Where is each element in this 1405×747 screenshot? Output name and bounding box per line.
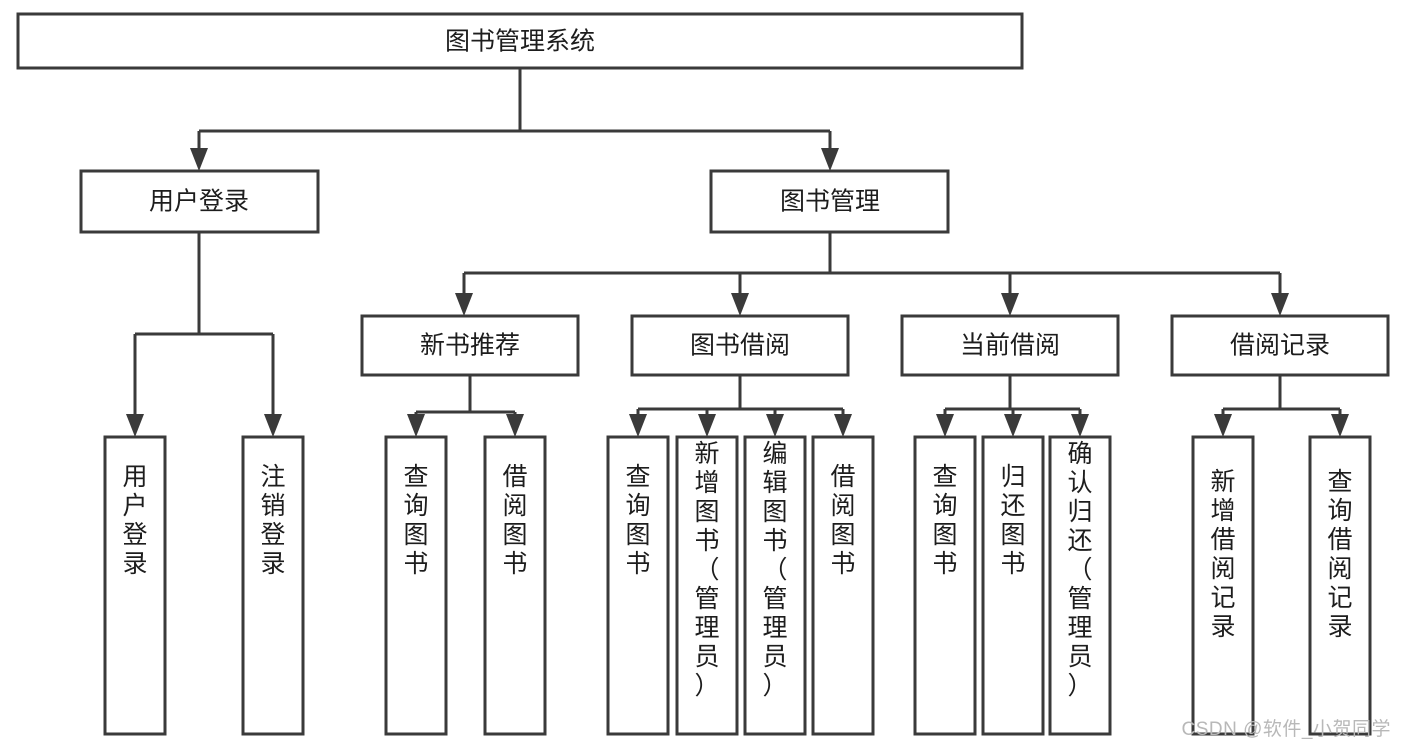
leaf-add-borrow-record-label: 新增借阅记录 (1210, 468, 1235, 641)
connector-layer (126, 68, 1349, 437)
arrow-bm-to-current (1001, 293, 1019, 316)
leaf-edit-book-admin-label: 编辑图书（管理员） (762, 440, 787, 700)
leaf-query-book-recommend-box[interactable] (384, 435, 448, 736)
node-book-borrow[interactable]: 图书借阅 (630, 314, 850, 377)
arrow-root-to-book-manage (821, 148, 839, 171)
leaf-edit-book-admin[interactable]: 编辑图书（管理员） (743, 435, 807, 736)
leaf-query-book-current[interactable]: 查询图书 (913, 435, 977, 736)
node-current-borrow-box[interactable] (900, 314, 1120, 377)
leaf-add-book-admin-label: 新增图书（管理员） (694, 440, 719, 700)
arrow-user-login-leaf-1 (126, 414, 144, 437)
node-borrow-record-box[interactable] (1170, 314, 1390, 377)
arrow-borrow-leaf-2 (698, 414, 716, 437)
leaf-return-book-box[interactable] (981, 435, 1045, 736)
leaf-query-book-borrow[interactable]: 查询图书 (606, 435, 670, 736)
leaf-confirm-return-admin[interactable]: 确认归还（管理员） (1048, 435, 1112, 736)
leaf-user-login[interactable]: 用户登录 (103, 435, 167, 736)
arrow-borrow-leaf-4 (834, 414, 852, 437)
leaf-user-logout-label: 注销登录 (260, 463, 285, 578)
leaf-user-login-box[interactable] (103, 435, 167, 736)
leaf-confirm-return-admin-box[interactable] (1048, 435, 1112, 736)
leaf-confirm-return-admin-label: 确认归还（管理员） (1067, 440, 1092, 700)
node-new-book-recommend-label: 新书推荐 (420, 332, 520, 360)
arrow-current-leaf-2 (1004, 414, 1022, 437)
node-root[interactable]: 图书管理系统 (16, 12, 1024, 70)
arrow-recommend-leaf-1 (407, 414, 425, 437)
arrow-bm-to-record (1271, 293, 1289, 316)
leaf-query-borrow-record-label: 查询借阅记录 (1327, 468, 1352, 641)
leaf-borrow-book-box[interactable] (811, 435, 875, 736)
node-user-login[interactable]: 用户登录 (79, 169, 320, 234)
csdn-watermark: CSDN @软件_小贺同学 (1181, 719, 1391, 740)
arrow-recommend-leaf-2 (506, 414, 524, 437)
leaf-borrow-book-recommend-box[interactable] (483, 435, 547, 736)
arrow-root-to-user-login (190, 148, 208, 171)
node-new-book-recommend-box[interactable] (360, 314, 580, 377)
arrow-bm-to-recommend (455, 293, 473, 316)
arrow-borrow-leaf-1 (629, 414, 647, 437)
leaf-query-book-borrow-label: 查询图书 (625, 463, 650, 578)
leaf-borrow-book-recommend-label: 借阅图书 (502, 463, 527, 578)
leaf-query-book-current-label: 查询图书 (932, 463, 957, 578)
node-book-borrow-label: 图书借阅 (690, 332, 790, 360)
leaf-query-borrow-record-box[interactable] (1308, 435, 1372, 736)
leaf-add-book-admin-box[interactable] (675, 435, 739, 736)
node-root-label: 图书管理系统 (445, 28, 595, 56)
leaf-user-login-label: 用户登录 (122, 463, 147, 578)
leaf-add-book-admin[interactable]: 新增图书（管理员） (675, 435, 739, 736)
leaf-add-borrow-record[interactable]: 新增借阅记录 (1191, 435, 1255, 736)
leaf-query-book-recommend[interactable]: 查询图书 (384, 435, 448, 736)
leaf-user-logout[interactable]: 注销登录 (241, 435, 305, 736)
leaf-query-borrow-record[interactable]: 查询借阅记录 (1308, 435, 1372, 736)
leaf-query-book-current-box[interactable] (913, 435, 977, 736)
leaf-user-logout-box[interactable] (241, 435, 305, 736)
leaf-edit-book-admin-box[interactable] (743, 435, 807, 736)
arrow-borrow-leaf-3 (766, 414, 784, 437)
node-borrow-record[interactable]: 借阅记录 (1170, 314, 1390, 377)
arrow-record-leaf-2 (1331, 414, 1349, 437)
node-book-manage-box[interactable] (709, 169, 950, 234)
arrow-current-leaf-1 (936, 414, 954, 437)
node-current-borrow[interactable]: 当前借阅 (900, 314, 1120, 377)
arrow-current-leaf-3 (1071, 414, 1089, 437)
node-root-box[interactable] (16, 12, 1024, 70)
node-new-book-recommend[interactable]: 新书推荐 (360, 314, 580, 377)
node-borrow-record-label: 借阅记录 (1230, 332, 1330, 360)
leaf-return-book-label: 归还图书 (1000, 463, 1025, 578)
leaf-borrow-book-label: 借阅图书 (830, 463, 855, 578)
leaf-return-book[interactable]: 归还图书 (981, 435, 1045, 736)
leaf-add-borrow-record-box[interactable] (1191, 435, 1255, 736)
arrow-bm-to-borrow (731, 293, 749, 316)
node-book-borrow-box[interactable] (630, 314, 850, 377)
node-book-manage[interactable]: 图书管理 (709, 169, 950, 234)
leaf-query-book-recommend-label: 查询图书 (403, 463, 428, 578)
leaf-borrow-book-recommend[interactable]: 借阅图书 (483, 435, 547, 736)
node-current-borrow-label: 当前借阅 (960, 332, 1060, 360)
node-user-login-box[interactable] (79, 169, 320, 234)
node-user-login-label: 用户登录 (149, 188, 249, 216)
leaf-borrow-book[interactable]: 借阅图书 (811, 435, 875, 736)
leaf-query-book-borrow-box[interactable] (606, 435, 670, 736)
arrow-user-login-leaf-2 (264, 414, 282, 437)
arrow-record-leaf-1 (1214, 414, 1232, 437)
node-book-manage-label: 图书管理 (780, 188, 880, 216)
